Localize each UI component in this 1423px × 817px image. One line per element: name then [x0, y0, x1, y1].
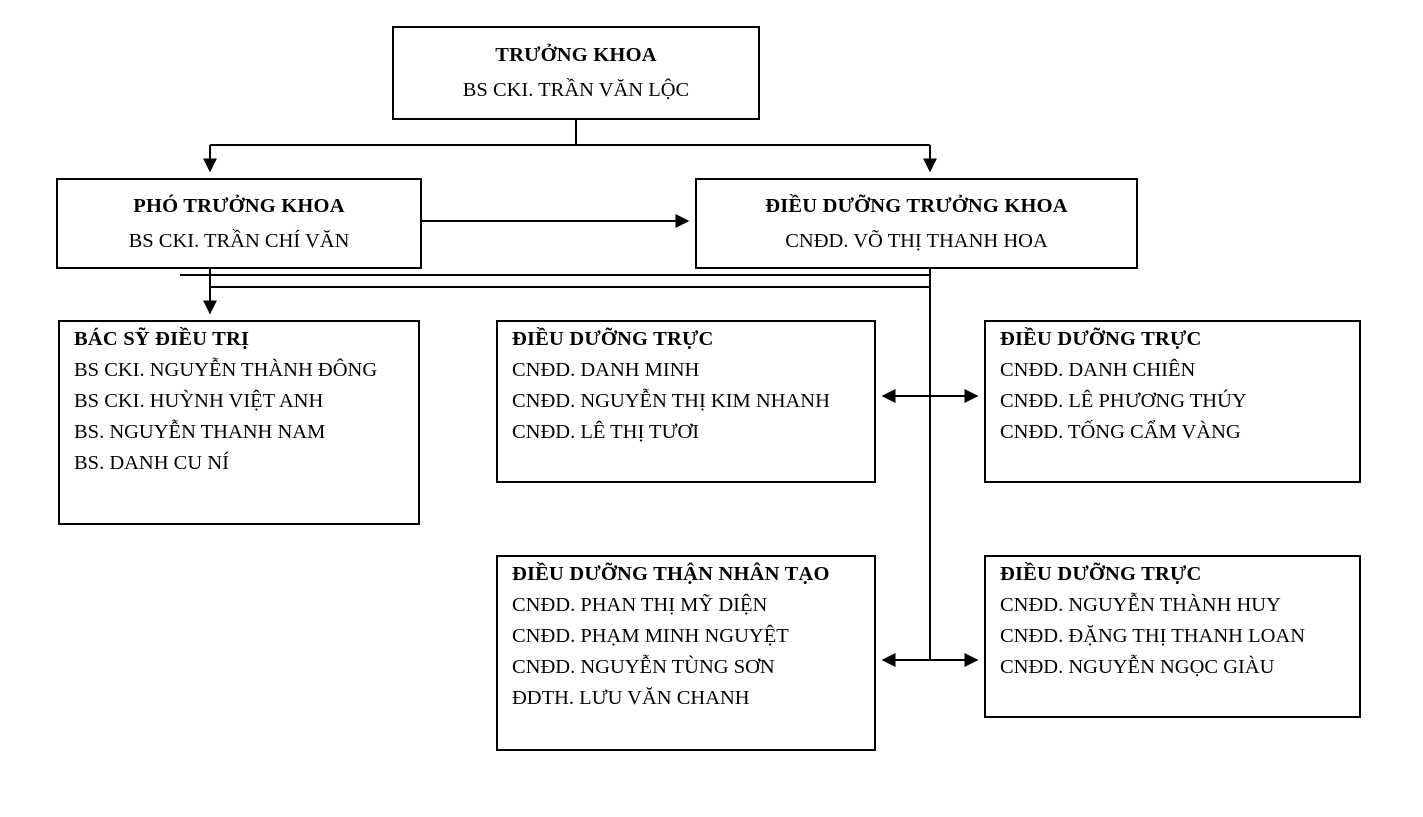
node-truong-khoa[interactable]: TRƯỞNG KHOA BS CKI. TRẦN VĂN LỘC	[392, 26, 760, 120]
node-dieu-duong-truong-khoa-title: ĐIỀU DƯỠNG TRƯỞNG KHOA	[765, 194, 1068, 217]
member-list: CNĐD. PHAN THỊ MỸ DIỆN CNĐD. PHẠM MINH NG…	[512, 594, 860, 710]
member-item: CNĐD. DANH MINH	[512, 359, 700, 381]
member-item: CNĐD. TỐNG CẨM VÀNG	[1000, 421, 1241, 443]
member-item: BS CKI. NGUYỄN THÀNH ĐÔNG	[74, 359, 378, 381]
member-list: CNĐD. NGUYỄN THÀNH HUY CNĐD. ĐẶNG THỊ THA…	[1000, 594, 1345, 679]
node-dieu-duong-than-nhan-tao-title: ĐIỀU DƯỠNG THẬN NHÂN TẠO	[512, 563, 830, 585]
node-truong-khoa-subtitle: BS CKI. TRẦN VĂN LỘC	[462, 79, 690, 101]
node-dieu-duong-truong-khoa-subtitle: CNĐD. VÕ THỊ THANH HOA	[785, 229, 1048, 252]
member-list: CNĐD. DANH CHIÊN CNĐD. LÊ PHƯƠNG THÚY CNĐD…	[1000, 359, 1345, 444]
node-pho-truong-khoa-title: PHÓ TRƯỞNG KHOA	[133, 194, 345, 217]
member-item: CNĐD. PHAN THỊ MỸ DIỆN	[512, 594, 768, 616]
member-item: CNĐD. NGUYỄN THÀNH HUY	[1000, 594, 1281, 616]
member-item: CNĐD. LÊ THỊ TƯƠI	[512, 421, 700, 443]
member-item: BS CKI. HUỲNH VIỆT ANH	[74, 390, 324, 412]
member-list: CNĐD. DANH MINH CNĐD. NGUYỄN THỊ KIM NHAN…	[512, 359, 860, 444]
member-item: CNĐD. NGUYỄN TÙNG SƠN	[512, 656, 775, 678]
node-dieu-duong-truc-3-title: ĐIỀU DƯỠNG TRỰC	[1000, 563, 1202, 585]
node-dieu-duong-than-nhan-tao[interactable]: ĐIỀU DƯỠNG THẬN NHÂN TẠO CNĐD. PHAN THỊ …	[496, 555, 876, 751]
node-bac-sy-dieu-tri[interactable]: BÁC SỸ ĐIỀU TRỊ BS CKI. NGUYỄN THÀNH ĐÔN…	[58, 320, 420, 525]
node-dieu-duong-truc-2[interactable]: ĐIỀU DƯỠNG TRỰC CNĐD. DANH CHIÊN CNĐD. LÊ…	[984, 320, 1361, 483]
member-item: CNĐD. DANH CHIÊN	[1000, 359, 1196, 381]
node-dieu-duong-truong-khoa[interactable]: ĐIỀU DƯỠNG TRƯỞNG KHOA CNĐD. VÕ THỊ THAN…	[695, 178, 1138, 269]
node-dieu-duong-truc-2-title: ĐIỀU DƯỠNG TRỰC	[1000, 328, 1202, 350]
member-item: CNĐD. NGUYỄN THỊ KIM NHANH	[512, 390, 830, 412]
node-dieu-duong-truc-1-title: ĐIỀU DƯỠNG TRỰC	[512, 328, 714, 350]
node-truong-khoa-title: TRƯỞNG KHOA	[495, 44, 657, 66]
member-list: BS CKI. NGUYỄN THÀNH ĐÔNG BS CKI. HUỲNH V…	[74, 359, 404, 475]
member-item: ĐDTH. LƯU VĂN CHANH	[512, 687, 750, 709]
node-pho-truong-khoa[interactable]: PHÓ TRƯỞNG KHOA BS CKI. TRẦN CHÍ VĂN	[56, 178, 422, 269]
node-pho-truong-khoa-subtitle: BS CKI. TRẦN CHÍ VĂN	[128, 229, 350, 252]
member-item: CNĐD. PHẠM MINH NGUYỆT	[512, 625, 789, 647]
node-dieu-duong-truc-1[interactable]: ĐIỀU DƯỠNG TRỰC CNĐD. DANH MINH CNĐD. NGU…	[496, 320, 876, 483]
member-item: BS. NGUYỄN THANH NAM	[74, 421, 326, 443]
member-item: CNĐD. ĐẶNG THỊ THANH LOAN	[1000, 625, 1306, 647]
node-bac-sy-dieu-tri-title: BÁC SỸ ĐIỀU TRỊ	[74, 328, 250, 350]
member-item: CNĐD. NGUYỄN NGỌC GIÀU	[1000, 656, 1275, 678]
member-item: BS. DANH CU NÍ	[74, 452, 229, 474]
member-item: CNĐD. LÊ PHƯƠNG THÚY	[1000, 390, 1247, 412]
